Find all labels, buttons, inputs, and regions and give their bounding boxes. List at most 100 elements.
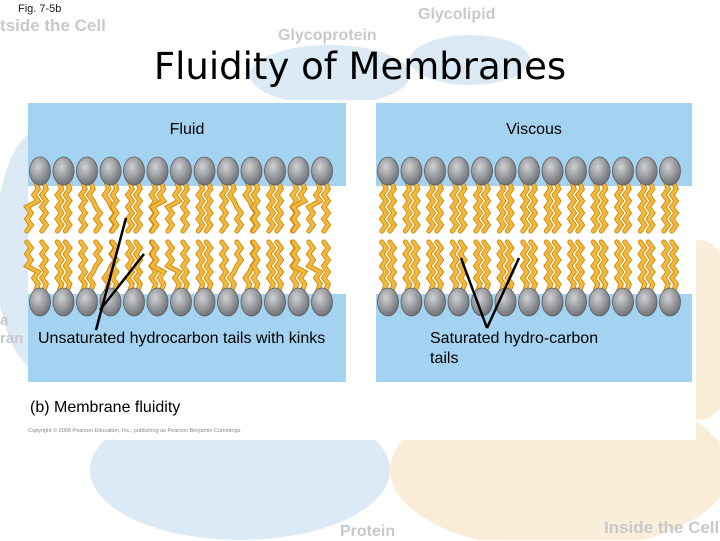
phospholipid-head-icon — [400, 287, 423, 317]
phospholipid-head-icon — [146, 287, 169, 317]
background-label-fragment-2: ran — [0, 330, 24, 347]
phospholipid-head-icon — [123, 287, 145, 317]
lipid-tail-fill — [266, 181, 276, 233]
phospholipid-head-icon — [565, 287, 587, 317]
lipid-tail-fill — [403, 240, 412, 292]
phospholipid-head-icon — [588, 156, 611, 186]
phospholipid-head-icon — [612, 287, 634, 317]
fluid-pointer-lines — [94, 217, 145, 331]
fluid-membrane — [23, 156, 346, 317]
lipid-tail-fill — [458, 181, 467, 233]
phospholipid-head-icon — [264, 287, 286, 317]
lipid-tail-fill — [379, 240, 389, 292]
phospholipid-head-icon — [311, 156, 333, 186]
lipid-tail-fill — [24, 240, 41, 292]
lipid-tail-fill — [614, 240, 624, 292]
figure-label: Fig. 7-5b — [18, 3, 62, 15]
phospholipid-head-icon — [612, 156, 634, 186]
lipid-tail-fill — [403, 181, 412, 233]
lipid-tail-fill — [473, 181, 483, 233]
lipid-tail-fill — [251, 181, 260, 233]
lipid-tail-fill — [591, 181, 600, 233]
viscous-pointer-lines — [459, 257, 521, 329]
lipid-tail-fill — [450, 181, 459, 233]
phospholipid-head-icon — [659, 287, 681, 317]
lipid-tail-fill — [567, 181, 577, 233]
lipid-tail-fill — [227, 240, 244, 292]
lipid-tail-fill — [149, 181, 167, 233]
lipid-tail-fill — [266, 240, 276, 292]
lipid-tail-fill — [505, 181, 514, 233]
lipid-tail-fill — [63, 240, 72, 292]
lipid-tail-fill — [458, 240, 467, 292]
lipid-tail-fill — [614, 181, 624, 233]
phospholipid-head-icon — [565, 156, 587, 186]
lipid-tail-fill — [55, 240, 64, 292]
phospholipid-head-icon — [447, 287, 470, 317]
phospholipid-head-icon — [52, 287, 75, 317]
lipid-tail-fill — [290, 240, 308, 292]
lipid-tail-fill — [646, 240, 655, 292]
lipid-tail-fill — [552, 181, 561, 233]
lipid-tail-fill — [165, 240, 182, 292]
lipid-tail-fill — [24, 181, 41, 233]
lipid-tail-fill — [149, 240, 167, 292]
fluid-panel-caption: Unsaturated hydrocarbon tails with kinks — [38, 330, 326, 347]
lipid-tail-fill — [196, 240, 205, 292]
phospholipid-head-icon — [447, 156, 470, 186]
phospholipid-head-icon — [471, 156, 493, 186]
phospholipid-head-icon — [424, 156, 446, 186]
lipid-tail-fill — [78, 181, 88, 233]
lipid-tail-fill — [575, 240, 585, 292]
viscous-membrane — [376, 156, 692, 317]
phospholipid-head-icon — [635, 287, 658, 317]
phospholipid-head-icon — [635, 156, 658, 186]
lipid-tail-fill — [411, 240, 420, 292]
lipid-tail-fill — [552, 240, 561, 292]
phospholipid-head-icon — [494, 156, 517, 186]
lipid-tail-fill — [567, 240, 577, 292]
phospholipid-head-icon — [193, 287, 216, 317]
phospholipid-head-icon — [240, 156, 263, 186]
lipid-tail-fill — [306, 240, 323, 292]
lipid-tail-fill — [426, 181, 436, 233]
phospholipid-head-icon — [518, 156, 540, 186]
lipid-tail-fill — [622, 181, 632, 233]
lipid-tail-fill — [544, 240, 553, 292]
lipid-tail-fill — [387, 240, 397, 292]
lipid-tail-fill — [321, 181, 331, 233]
lipid-tail-fill — [39, 181, 49, 233]
lipid-tail-fill — [450, 240, 459, 292]
copyright-notice: Copyright © 2008 Pearson Education, Inc.… — [28, 428, 242, 434]
phospholipid-head-icon — [99, 156, 122, 186]
lipid-tail-fill — [78, 240, 88, 292]
phospholipid-head-icon — [377, 287, 399, 317]
lipid-tail-fill — [661, 181, 671, 233]
lipid-tail-fill — [321, 240, 331, 292]
lipid-tail-fill — [204, 240, 213, 292]
lipid-tail-fill — [646, 181, 655, 233]
lipid-tail-fill — [481, 240, 491, 292]
background-label-glycolipid: Glycolipid — [418, 6, 496, 23]
phospholipid-head-icon — [76, 156, 98, 186]
lipid-tail-fill — [180, 240, 190, 292]
lipid-tail-fill — [434, 240, 444, 292]
lipid-tail-fill — [387, 181, 397, 233]
lipid-tail-fill — [379, 181, 389, 233]
phospholipid-head-icon — [311, 287, 333, 317]
lipid-tail-fill — [426, 240, 436, 292]
phospholipid-head-icon — [541, 156, 564, 186]
phospholipid-head-icon — [29, 287, 51, 317]
lipid-tail-fill — [180, 181, 190, 233]
background-label-outside-cell: tside the Cell — [0, 16, 106, 35]
lipid-tail-fill — [306, 181, 323, 233]
lipid-tail-fill — [55, 181, 64, 233]
viscous-panel-title: Viscous — [506, 121, 562, 138]
lipid-tail-fill — [669, 181, 679, 233]
lipid-tail-fill — [204, 181, 213, 233]
lipid-tail-fill — [661, 240, 671, 292]
lipid-tail-fill — [497, 181, 506, 233]
background-label-inside-cell: Inside the Cell — [604, 518, 720, 537]
phospholipid-head-icon — [217, 156, 239, 186]
